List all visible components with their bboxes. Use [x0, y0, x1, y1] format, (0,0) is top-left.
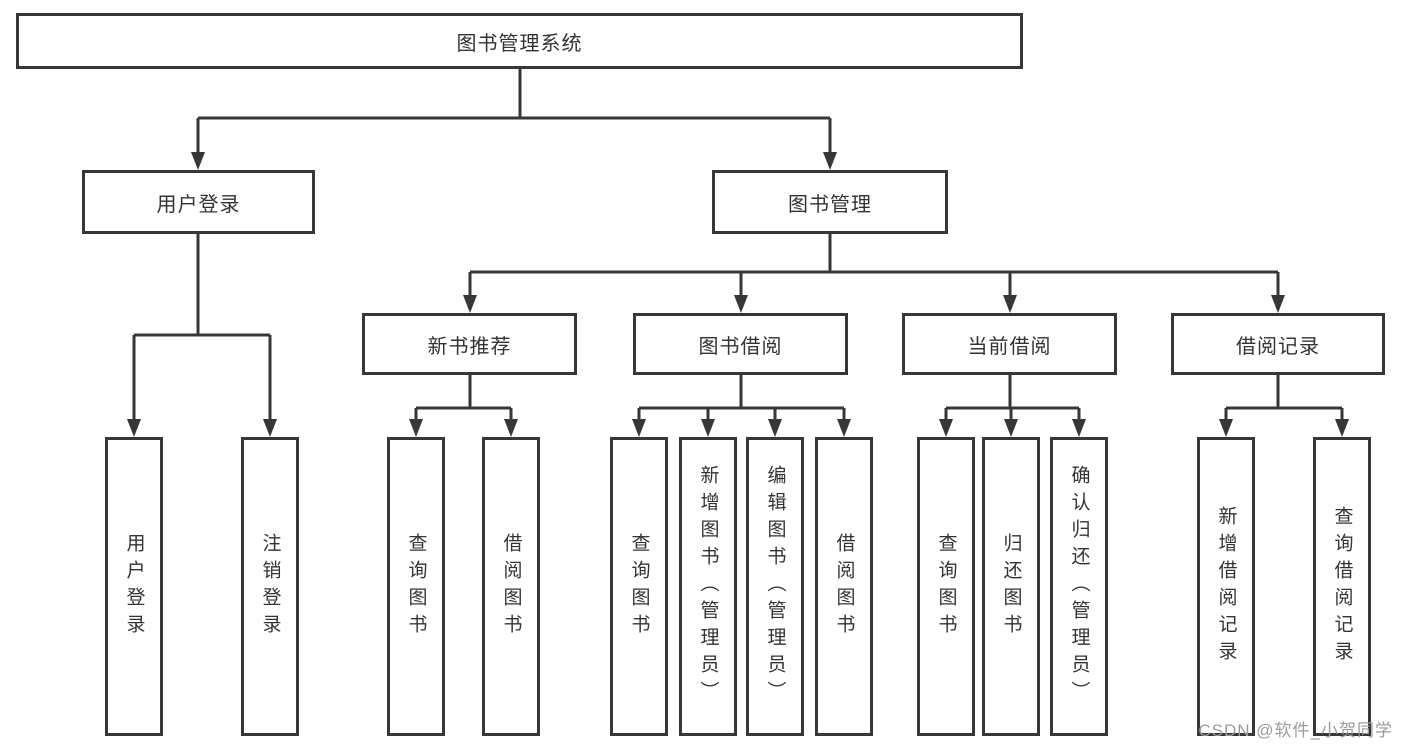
- connector-new-book-recommend-to-leaves: [409, 375, 518, 437]
- leaf-nbr-query-books-label: 查询图书: [405, 532, 427, 641]
- leaf-cb-query-books: 查询图书: [917, 437, 975, 736]
- node-book-borrowing: 图书借阅: [633, 313, 848, 375]
- leaf-cb-return-books-label: 归还图书: [1000, 532, 1022, 641]
- leaf-cb-confirm-return-admin: 确认归还（管理员）: [1050, 437, 1108, 736]
- leaf-nbr-query-books: 查询图书: [387, 437, 445, 736]
- leaf-bb-query-books-label: 查询图书: [628, 532, 650, 641]
- leaf-bb-add-books-admin-label: 新增图书（管理员）: [697, 465, 719, 708]
- leaf-bb-add-books-admin: 新增图书（管理员）: [679, 437, 737, 736]
- leaf-bb-query-books: 查询图书: [610, 437, 668, 736]
- leaf-br-query-record-label: 查询借阅记录: [1331, 505, 1353, 668]
- leaf-bb-edit-books-admin-label: 编辑图书（管理员）: [764, 465, 786, 708]
- node-user-login: 用户登录: [82, 170, 315, 234]
- leaf-bb-borrow-books: 借阅图书: [815, 437, 873, 736]
- node-new-book-recommend: 新书推荐: [362, 313, 577, 375]
- node-borrow-records: 借阅记录: [1171, 313, 1385, 375]
- node-current-borrowing: 当前借阅: [902, 313, 1117, 375]
- leaf-cb-return-books: 归还图书: [982, 437, 1040, 736]
- node-book-management: 图书管理: [712, 170, 948, 234]
- leaf-user-login: 用户登录: [105, 437, 163, 736]
- leaf-cb-query-books-label: 查询图书: [935, 532, 957, 641]
- connector-root-to-level2: [191, 69, 837, 170]
- leaf-nbr-borrow-books-label: 借阅图书: [500, 532, 522, 641]
- node-library-system: 图书管理系统: [16, 13, 1023, 69]
- leaf-user-login-label: 用户登录: [123, 532, 145, 641]
- leaf-br-add-record-label: 新增借阅记录: [1215, 505, 1237, 668]
- leaf-nbr-borrow-books: 借阅图书: [482, 437, 540, 736]
- connector-current-borrowing-to-leaves: [939, 375, 1086, 437]
- leaf-bb-borrow-books-label: 借阅图书: [833, 532, 855, 641]
- leaf-br-add-record: 新增借阅记录: [1197, 437, 1255, 736]
- connector-book-management-to-level3: [463, 234, 1285, 313]
- leaf-logout-label: 注销登录: [259, 532, 281, 641]
- connector-borrow-records-to-leaves: [1219, 375, 1349, 437]
- leaf-br-query-record: 查询借阅记录: [1313, 437, 1371, 736]
- leaf-cb-confirm-return-admin-label: 确认归还（管理员）: [1068, 465, 1090, 708]
- leaf-bb-edit-books-admin: 编辑图书（管理员）: [746, 437, 804, 736]
- leaf-logout: 注销登录: [241, 437, 299, 736]
- csdn-watermark: CSDN @软件_小贺同学: [1198, 721, 1393, 740]
- connector-book-borrowing-to-leaves: [632, 375, 851, 437]
- connector-user-login-to-leaves: [127, 234, 277, 437]
